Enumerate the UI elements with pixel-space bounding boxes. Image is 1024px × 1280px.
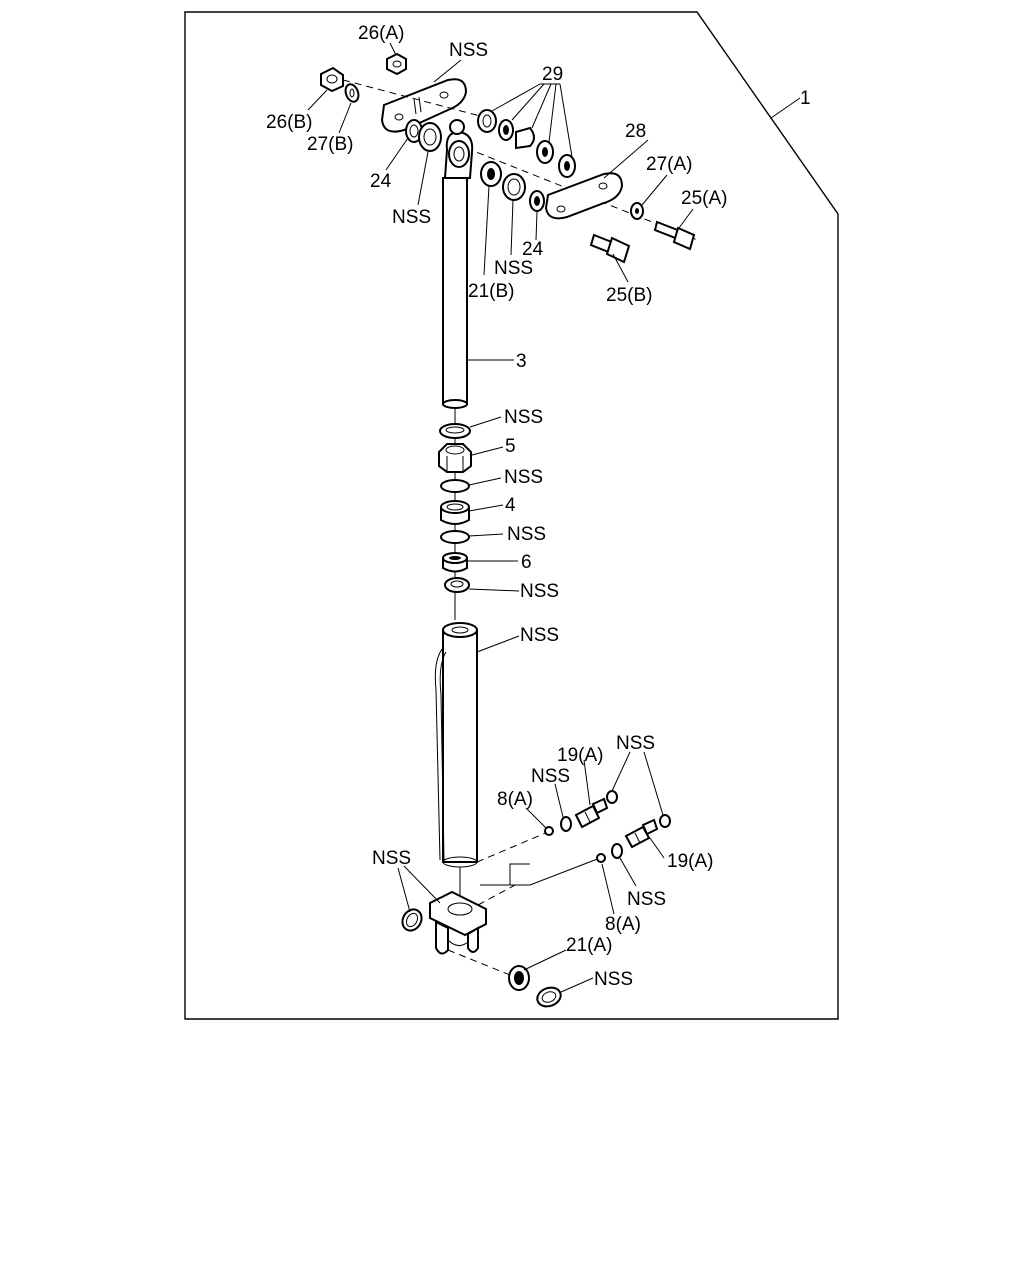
bushing-21a	[508, 965, 530, 991]
ring-nss-d	[444, 577, 470, 593]
label-8a-bottom: 8(A)	[605, 914, 641, 935]
label-26b: 26(B)	[266, 112, 312, 133]
left-bracket-plate	[380, 78, 468, 133]
plug-8a-top	[544, 826, 554, 836]
ring-nss-a	[439, 423, 471, 439]
label-5: 5	[505, 436, 516, 457]
yoke-base	[429, 890, 487, 955]
rod-3	[442, 119, 474, 409]
label-nss-a: NSS	[504, 407, 543, 428]
washer-nss-right-1	[560, 816, 572, 832]
label-19a-top: 19(A)	[557, 745, 603, 766]
label-nss-bottom-left: NSS	[372, 848, 411, 869]
washer-27b	[344, 83, 360, 103]
label-24-mid: 24	[522, 239, 544, 260]
label-1: 1	[800, 88, 811, 109]
label-28: 28	[625, 121, 646, 142]
assembly-line-bottom	[447, 949, 511, 976]
cap-nss-right-1	[606, 790, 618, 804]
bushing-21b	[480, 161, 502, 187]
label-nss-c: NSS	[507, 524, 546, 545]
bushing-24-mid	[529, 190, 545, 212]
label-nss-left: NSS	[392, 207, 431, 228]
fitting-connector-lower	[480, 857, 601, 886]
label-nss-right-3: NSS	[627, 889, 666, 910]
washer-nss-right-3	[611, 843, 623, 859]
nut-5	[438, 443, 472, 473]
ring-nss-c	[440, 530, 470, 544]
right-bracket-plate-28	[544, 172, 624, 220]
label-8a-top: 8(A)	[497, 789, 533, 810]
label-nss-tube: NSS	[520, 625, 559, 646]
label-nss-d: NSS	[520, 581, 559, 602]
fitting-19a-bottom	[624, 818, 659, 849]
label-nss-b: NSS	[504, 467, 543, 488]
label-6: 6	[521, 552, 532, 573]
plug-8a-bottom	[596, 853, 606, 863]
label-nss-right-2: NSS	[531, 766, 570, 787]
label-27b: 27(B)	[307, 134, 353, 155]
nut-26a	[386, 52, 407, 76]
bolt-25b	[589, 233, 631, 264]
leader-1	[770, 97, 801, 119]
label-nss-top: NSS	[449, 40, 488, 61]
lower-tube-nss	[434, 622, 478, 868]
label-21a: 21(A)	[566, 935, 612, 956]
label-4: 4	[505, 495, 516, 516]
leader-lines	[307, 42, 694, 993]
bushing-6	[442, 552, 468, 573]
label-26a: 26(A)	[358, 23, 404, 44]
fitting-19a-top	[574, 797, 609, 829]
nut-26b	[320, 66, 344, 93]
label-nss-mid: NSS	[494, 258, 533, 279]
label-24-left: 24	[370, 171, 392, 192]
label-25a: 25(A)	[681, 188, 727, 209]
cap-nss-right-2	[659, 814, 671, 828]
label-25b: 25(B)	[606, 285, 652, 306]
assembly-frame	[184, 11, 839, 1020]
ring-nss-bottom	[536, 986, 562, 1008]
label-29: 29	[542, 64, 563, 85]
bolt-25a	[653, 220, 696, 251]
label-21b: 21(B)	[468, 281, 514, 302]
ring-nss-mid	[502, 173, 526, 201]
bushing-4	[440, 500, 470, 525]
ring-nss-b	[440, 479, 470, 493]
label-3: 3	[516, 351, 527, 372]
assembly-line-top-left	[342, 79, 485, 118]
label-27a: 27(A)	[646, 154, 692, 175]
part-29-set	[477, 109, 576, 178]
label-nss-right-1: NSS	[616, 733, 655, 754]
label-nss-bottom: NSS	[594, 969, 633, 990]
washer-27a	[630, 202, 644, 220]
ring-nss-left	[418, 122, 442, 152]
fitting-connector-base	[477, 884, 516, 906]
label-19a-bottom: 19(A)	[667, 851, 713, 872]
ring-nss-bottom-left	[401, 908, 423, 932]
fitting-connector-upper	[476, 831, 549, 863]
